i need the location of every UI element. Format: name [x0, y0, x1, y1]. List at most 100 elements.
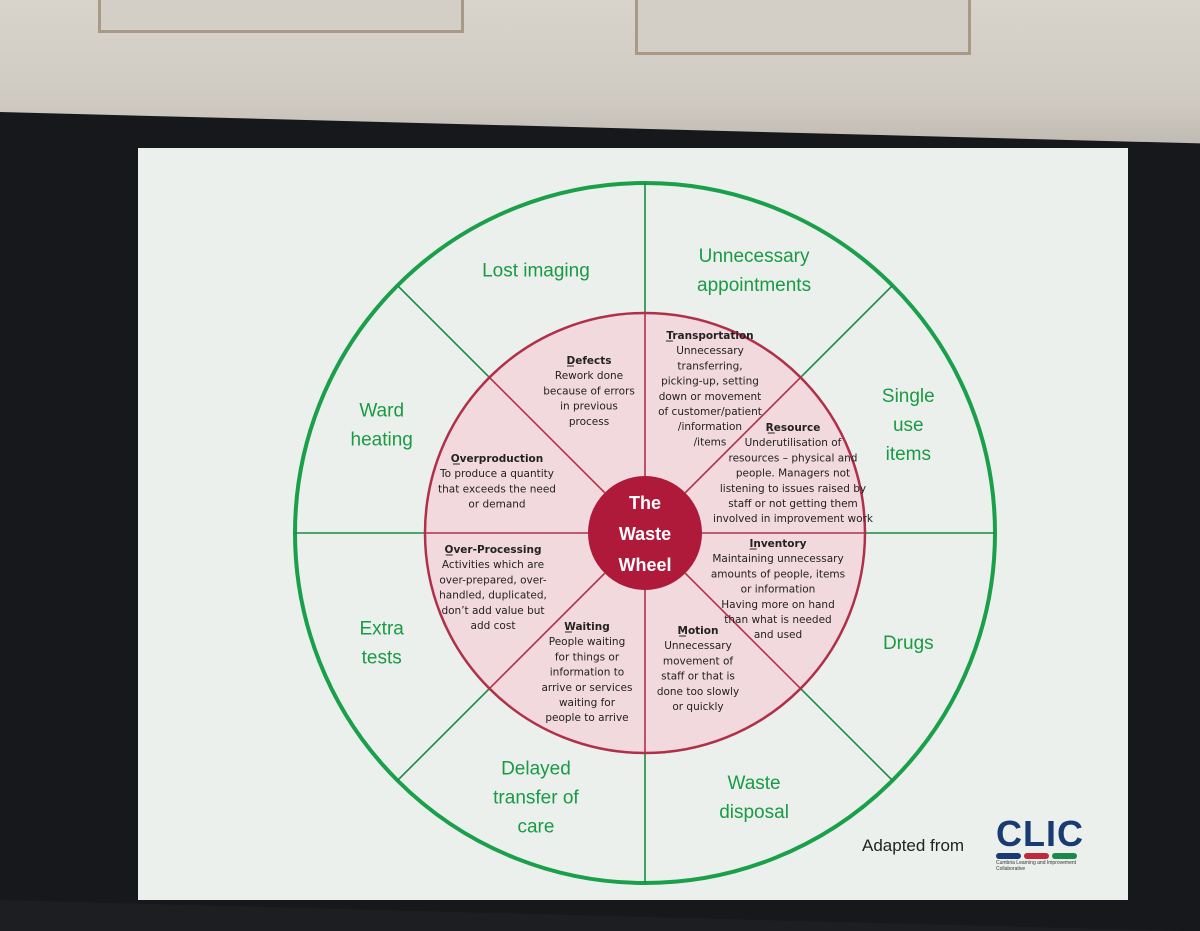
inner-body-line: amounts of people, items [711, 568, 845, 580]
outer-label-line: disposal [719, 802, 789, 823]
inner-dividers [425, 313, 865, 753]
hub-title-line: The [629, 493, 661, 513]
inner-body-line: Rework done [555, 370, 623, 382]
inner-body-line: staff or that is [661, 671, 735, 683]
outer-label-line: Unnecessary [699, 246, 810, 267]
outer-label-line: tests [362, 648, 402, 669]
inner-body-line: Underutilisation of [745, 437, 842, 449]
credit-text: Adapted from [862, 836, 965, 855]
inner-body-line: movement of [663, 655, 734, 667]
inner-title-over-processing: Over-Processing [445, 544, 542, 556]
inner-title-inventory: Inventory [749, 538, 806, 550]
inner-body-waiting: People waiting for things or information t… [542, 636, 633, 724]
outer-label-lost-imaging: Lost imaging [482, 261, 590, 282]
inner-divider-line [488, 376, 606, 494]
outer-label-extra-tests: Extra tests [360, 619, 405, 669]
inner-segment-overproduction: Overproduction To produce a quantity that … [438, 453, 556, 511]
inner-body-line: Having more on hand [721, 599, 834, 611]
outer-label-line: Waste [727, 773, 780, 794]
outer-label-line: care [517, 816, 554, 837]
inner-body-line: listening to issues raised by [720, 483, 866, 495]
inner-body-resource: Underutilisation of resources – physical … [713, 437, 874, 525]
clic-logo-tagline: Cumbria Learning and Improvement Collabo… [996, 860, 1077, 872]
inner-body-line: information to [550, 667, 624, 679]
inner-title-resource: Resource [766, 422, 821, 434]
inner-body-line: and used [754, 629, 802, 641]
inner-body-line: over-prepared, over- [439, 574, 546, 586]
clic-logo-bar-red [1024, 853, 1049, 859]
inner-body-line: handled, duplicated, [439, 590, 547, 602]
outer-label-line: Delayed [501, 758, 571, 779]
inner-body-line: or demand [468, 499, 525, 511]
inner-body-line: Unnecessary [676, 345, 744, 357]
hub-circle [588, 476, 702, 590]
inner-body-line: in previous [560, 401, 618, 413]
inner-body-line: for things or [555, 651, 620, 663]
outer-label-line: heating [351, 429, 413, 450]
hub-title-line: Waste [619, 524, 671, 544]
clic-logo-letters: CLIC [996, 813, 1084, 854]
outer-divider-line [799, 687, 894, 782]
inner-body-line: People waiting [549, 636, 626, 648]
inner-body-line: of customer/patient [658, 406, 762, 418]
inner-body-motion: Unnecessary movement of staff or that is do… [657, 640, 739, 713]
inner-body-line: done too slowly [657, 686, 739, 698]
outer-label-line: transfer of [493, 787, 579, 808]
inner-body-line: Unnecessary [664, 640, 732, 652]
wall-picture-frame-right [635, 0, 971, 55]
inner-body-line: resources – physical and [729, 452, 858, 464]
clic-logo-bar-blue [996, 853, 1021, 859]
inner-body-line: arrive or services [542, 682, 633, 694]
inner-body-line: down or movement [659, 391, 762, 403]
inner-body-line: or quickly [672, 701, 723, 713]
inner-body-line: don’t add value but [441, 605, 544, 617]
hub-title-line: Wheel [618, 555, 671, 575]
clic-logo: CLIC Cumbria Learning and Improvement Co… [996, 813, 1084, 872]
inner-body-line: than what is needed [724, 614, 831, 626]
inner-title-transportation: Transportation [666, 330, 753, 342]
inner-body-line: /items [694, 436, 727, 448]
outer-divider-line [396, 284, 491, 379]
inner-body-line: To produce a quantity [439, 468, 554, 480]
inner-title-overproduction: Overproduction [451, 453, 544, 465]
outer-label-line: Drugs [883, 633, 934, 654]
inner-divider-line [684, 376, 802, 494]
inner-body-overproduction: To produce a quantity that exceeds the ne… [438, 468, 556, 510]
inner-body-line: because of errors [543, 385, 635, 397]
inner-title-defects: Defects [566, 355, 611, 367]
inner-divider-line [684, 572, 802, 690]
inner-body-line: or information [741, 584, 816, 596]
inner-body-line: transferring, [677, 360, 742, 372]
inner-body-line: involved in improvement work [713, 513, 874, 525]
inner-body-line: people to arrive [545, 712, 628, 724]
clic-logo-bar-green [1052, 853, 1077, 859]
inner-body-line: that exceeds the need [438, 483, 556, 495]
inner-body-line: picking-up, setting [661, 376, 759, 388]
outer-divider-line [799, 284, 894, 379]
inner-body-line: /information [678, 421, 742, 433]
inner-body-line: people. Managers not [736, 468, 850, 480]
outer-label-line: use [893, 415, 924, 436]
inner-body-defects: Rework done because of errors in previous p… [543, 370, 635, 428]
inner-body-line: add cost [471, 620, 516, 632]
outer-label-line: Extra [360, 619, 405, 640]
outer-label-waste-disposal: Waste disposal [719, 773, 789, 823]
inner-body-transportation: Unnecessary transferring, picking-up, sett… [658, 345, 762, 448]
outer-label-line: items [886, 444, 931, 465]
inner-body-line: process [569, 416, 609, 428]
